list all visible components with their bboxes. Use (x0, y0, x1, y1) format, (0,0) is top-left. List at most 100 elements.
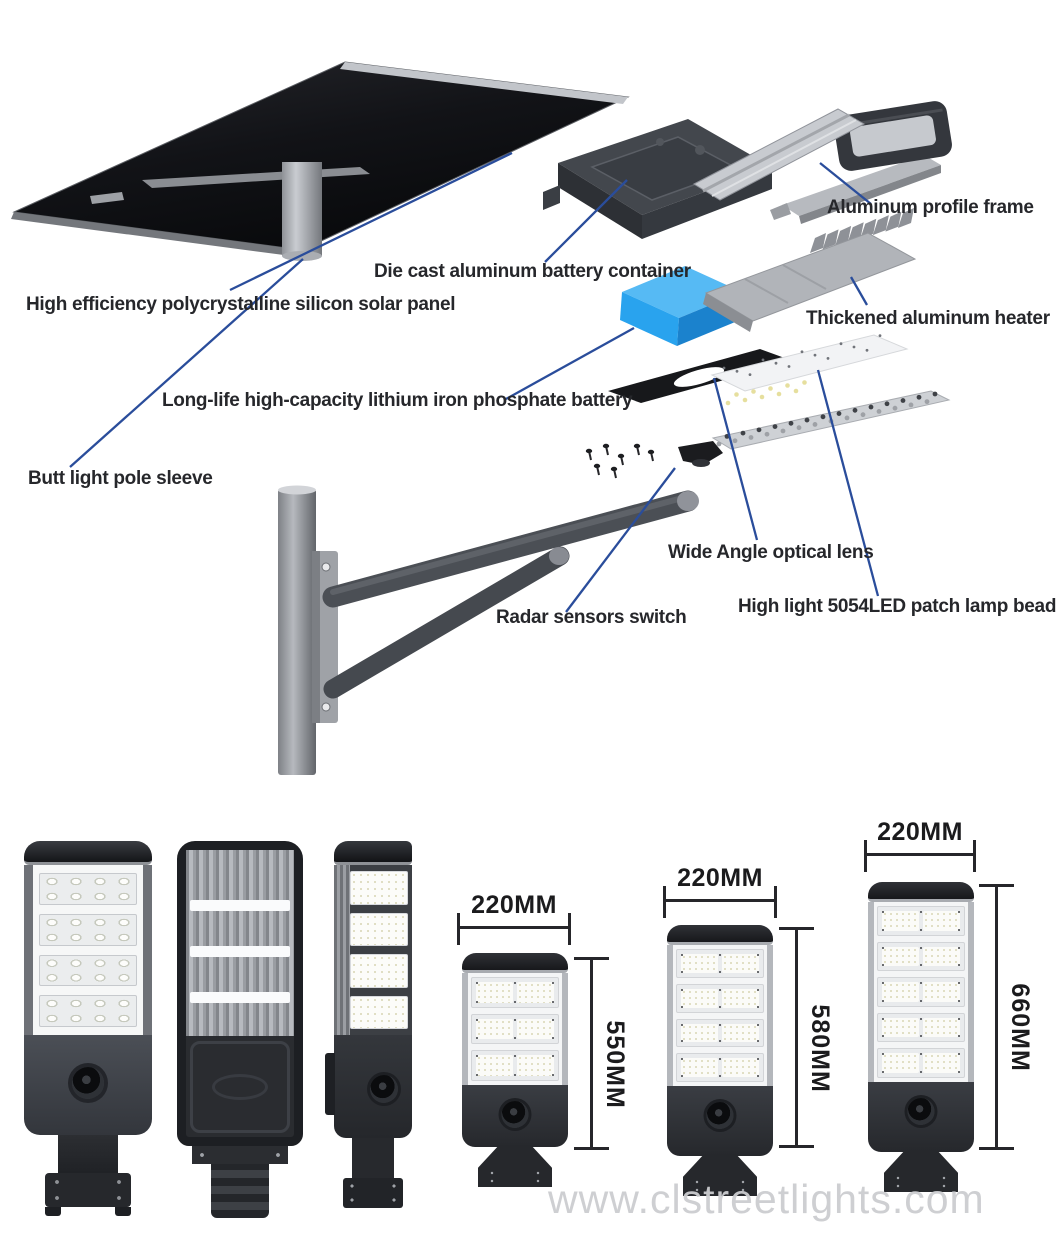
led-panel (476, 1055, 513, 1077)
watermark: www.clstreetlights.com (548, 1176, 985, 1222)
led-panel (882, 982, 919, 1002)
product-side-view (325, 841, 412, 1208)
led-panel (476, 982, 513, 1003)
lamp-top-handle (667, 925, 773, 945)
aluminum-frame-graphic (692, 101, 952, 224)
led-module (676, 1018, 764, 1048)
led-panel (923, 1017, 960, 1038)
radar-sensor-graphic (678, 441, 723, 467)
led-module (350, 871, 408, 905)
motion-sensor (501, 1101, 529, 1128)
width-dimension-3: 220MM (864, 818, 976, 872)
led-module (471, 977, 559, 1008)
led-panel (882, 946, 919, 967)
led-panel (517, 1018, 554, 1040)
mount-bracket (343, 1178, 403, 1208)
dimension-line (864, 840, 976, 872)
led-module (350, 954, 408, 988)
label-radar-switch: Radar sensors switch (496, 607, 687, 628)
pole-bracket-graphic (278, 485, 699, 775)
led-module (39, 873, 137, 905)
led-array-side (334, 865, 412, 1035)
led-panel (722, 1058, 759, 1077)
lamp-top-handle (24, 841, 152, 865)
led-panel (722, 1023, 759, 1043)
height-value: 660MM (1006, 983, 1034, 1072)
led-module (350, 995, 408, 1029)
product-back-view (177, 841, 303, 1218)
label-battery: Long-life high-capacity lithium iron pho… (162, 390, 633, 411)
dimension-line (979, 884, 1014, 1150)
led-module (877, 1012, 965, 1043)
dimension-line (457, 913, 571, 945)
width-value: 220MM (677, 864, 763, 892)
led-module (877, 1048, 965, 1078)
led-array (868, 902, 974, 1082)
label-battery-container: Die cast aluminum battery container (374, 261, 691, 282)
led-panel (681, 988, 718, 1008)
label-solar-panel: High efficiency polycrystalline silicon … (26, 294, 456, 315)
width-dimension-1: 220MM (457, 891, 571, 945)
led-module (877, 906, 965, 936)
label-pole-sleeve: Butt light pole sleeve (28, 468, 213, 489)
width-value: 220MM (471, 891, 557, 919)
lamp-housing (667, 1086, 773, 1156)
led-module (877, 941, 965, 972)
led-module (676, 949, 764, 978)
label-heater: Thickened aluminum heater (806, 308, 1050, 329)
back-cover (190, 1041, 290, 1133)
pole-stub-graphic (282, 162, 322, 261)
width-value: 220MM (877, 818, 963, 846)
led-panel (681, 1023, 718, 1043)
lamp-size-small (462, 953, 568, 1187)
height-dimension-3: 660MM (979, 884, 1034, 1150)
divider-band (190, 992, 290, 1003)
led-panel (681, 954, 718, 973)
lamp-top-handle (462, 953, 568, 973)
height-value: 580MM (806, 1003, 834, 1093)
product-front-view (24, 841, 152, 1216)
screws-graphic (585, 443, 655, 479)
lamp-housing (868, 1082, 974, 1152)
lamp-top-handle (334, 841, 412, 865)
led-module (471, 1013, 559, 1045)
label-profile-frame: Aluminum profile frame (827, 197, 1034, 218)
mount-plate (192, 1146, 288, 1164)
dimension-line (574, 957, 609, 1150)
back-frame (177, 841, 303, 1146)
lamp-housing (325, 1035, 412, 1138)
led-module (350, 912, 408, 946)
lamp-housing (24, 1035, 152, 1135)
led-array (667, 945, 773, 1086)
height-dimension-2: 580MM (779, 927, 834, 1148)
motion-sensor (907, 1098, 935, 1125)
led-panel (923, 982, 960, 1002)
motion-sensor (370, 1075, 398, 1103)
led-plate-graphic (710, 334, 909, 406)
led-module (39, 995, 137, 1027)
leader-lines (69, 151, 880, 613)
lamp-size-medium (667, 925, 773, 1196)
led-module (39, 954, 137, 987)
led-panel (681, 1058, 718, 1077)
led-panel (923, 911, 960, 931)
dimension-line (663, 886, 777, 918)
led-module (39, 913, 137, 946)
led-panel (882, 1053, 919, 1073)
led-module (676, 983, 764, 1013)
led-panel (517, 982, 554, 1003)
lamp-size-large (868, 882, 974, 1192)
exploded-view-diagram (11, 61, 952, 775)
led-module (471, 1050, 559, 1082)
cover-emboss (212, 1074, 268, 1100)
led-panel (923, 1053, 960, 1073)
motion-sensor (72, 1067, 104, 1099)
led-panel (923, 946, 960, 967)
height-value: 550MM (601, 1019, 629, 1109)
heater-graphic (703, 208, 917, 332)
led-panel (722, 988, 759, 1008)
label-optical-lens: Wide Angle optical lens (668, 542, 874, 563)
label-lamp-bead: High light 5054LED patch lamp bead (738, 596, 1057, 617)
led-panel (882, 911, 919, 931)
